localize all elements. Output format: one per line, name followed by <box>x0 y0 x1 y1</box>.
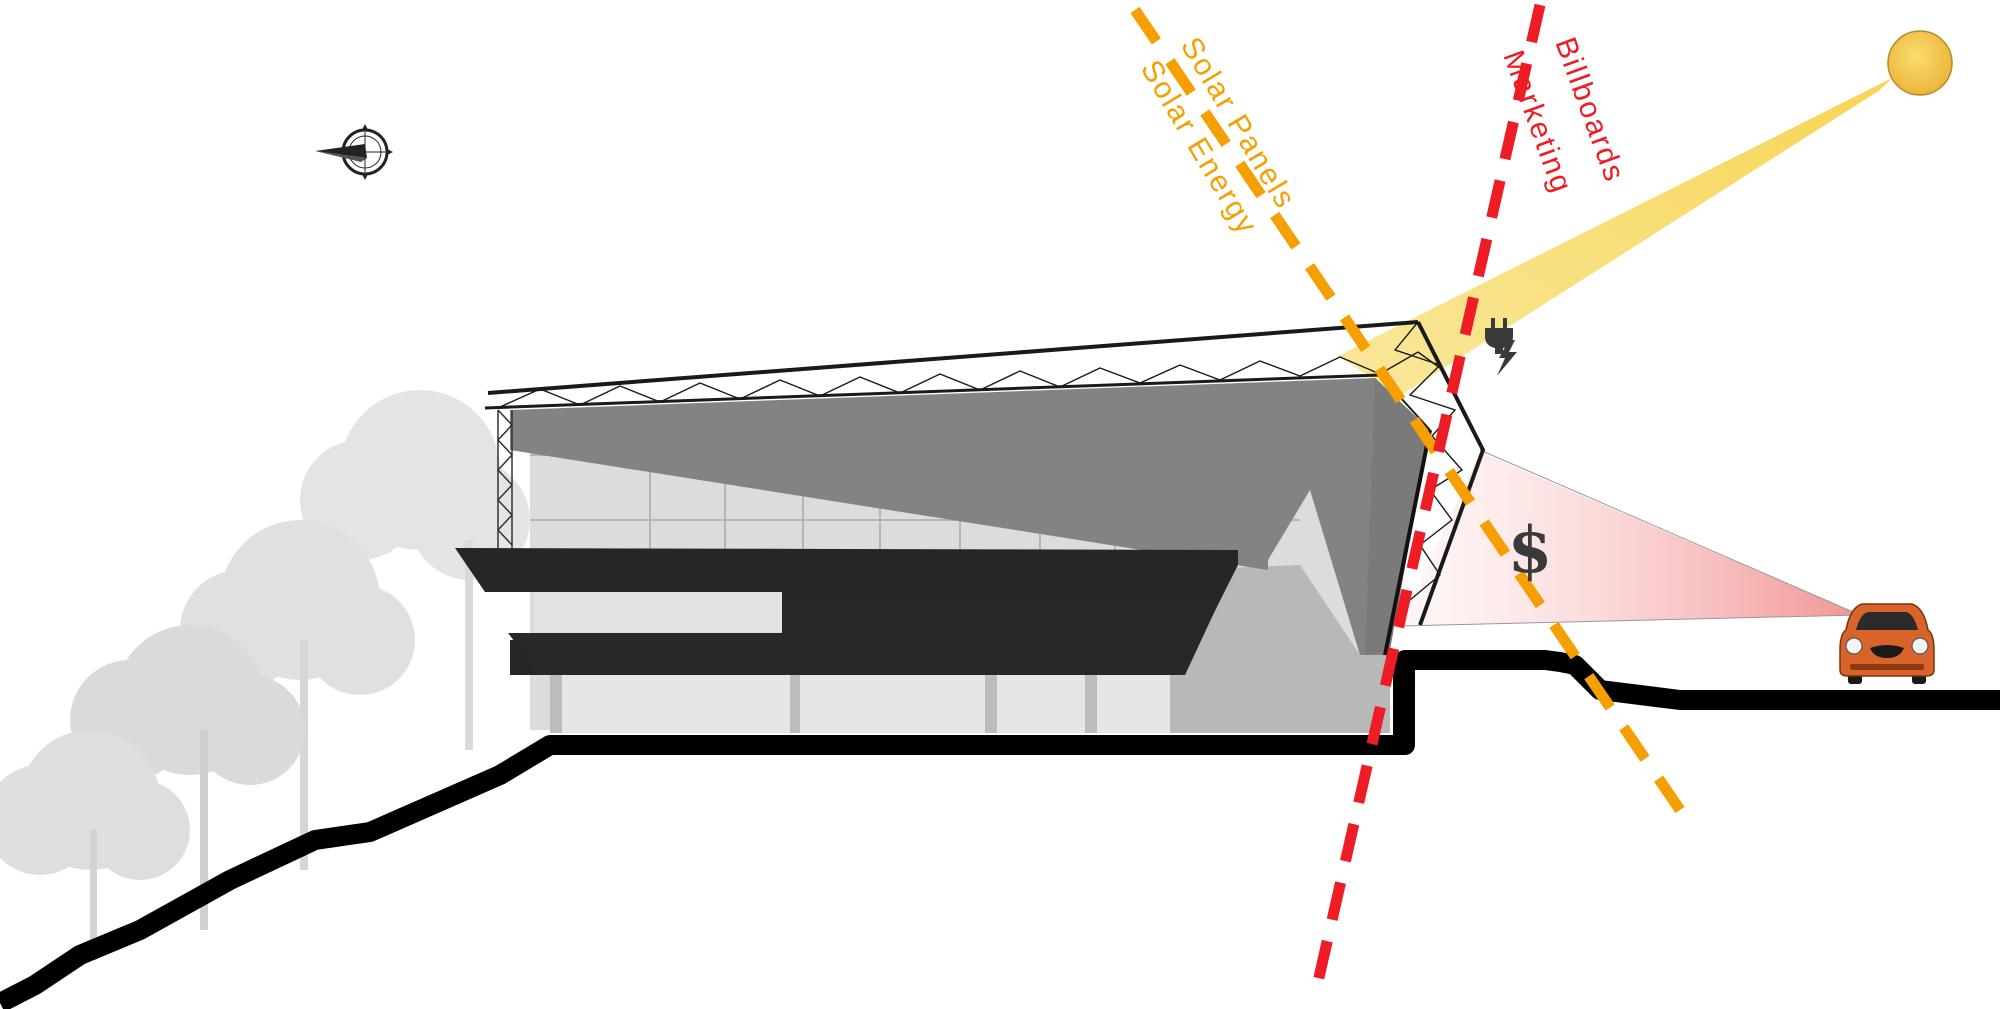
tree-group <box>0 390 530 960</box>
lower-slab <box>508 600 1220 675</box>
car-icon <box>1839 603 1935 684</box>
core-wall <box>1170 565 1390 733</box>
roof-underside <box>510 378 1430 655</box>
roof-truss <box>484 320 1486 626</box>
tree-icon <box>0 730 190 960</box>
ground-floor-columns <box>550 675 1097 733</box>
billboard-angle-line <box>1309 3 1546 997</box>
building <box>455 320 1486 733</box>
sunlight-beam <box>1338 78 1892 396</box>
slab-gap <box>535 592 782 632</box>
plug-lightning-icon <box>1485 318 1517 376</box>
dollar-icon: $ <box>1508 513 1553 588</box>
billboard-view-cone <box>1400 452 1860 626</box>
ground-profile <box>0 650 2000 1009</box>
left-truss <box>496 409 514 550</box>
ground-floor-glass <box>550 665 1170 733</box>
tree-icon <box>180 520 415 870</box>
solar-angle-line <box>1130 6 1685 814</box>
sun-icon <box>1887 30 1953 96</box>
inner-angled-face <box>1365 378 1430 655</box>
view-cone-edge <box>1399 614 1861 627</box>
compass-icon <box>315 124 393 180</box>
view-cone-edge <box>1479 449 1861 616</box>
right-facade-edge <box>1383 429 1432 656</box>
tree-icon <box>300 390 530 750</box>
